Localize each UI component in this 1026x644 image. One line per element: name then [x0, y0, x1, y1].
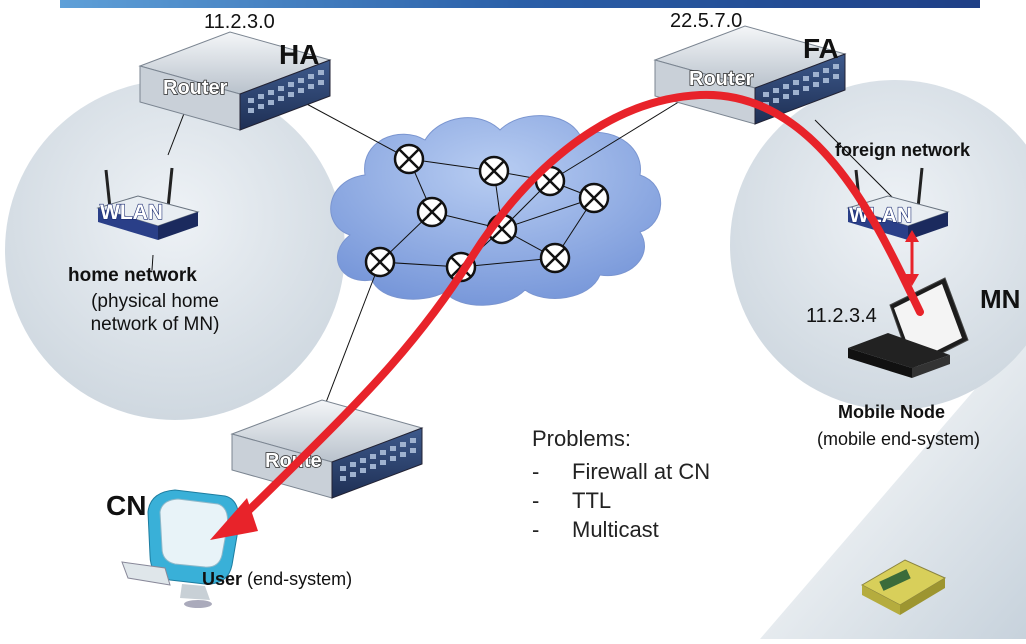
home-network-desc: (physical home network of MN): [90, 291, 220, 335]
crossed-circle-router-icon: [486, 213, 518, 245]
ha-ip-label: 11.2.3.0: [204, 11, 275, 33]
snow-background: [760, 330, 1026, 639]
fa-ip-label: 22.5.7.0: [670, 10, 743, 32]
wlan-foreign-label: WLAN: [849, 204, 912, 227]
tunnel-arrowhead: [210, 498, 258, 540]
header-bar: [60, 0, 980, 8]
mobile-node-desc: (mobile end-system): [817, 429, 981, 449]
problems-list: -Firewall at CN -TTL -Multicast: [532, 457, 710, 544]
router-fa-label: Router: [689, 68, 754, 90]
router-cn-icon: [230, 399, 424, 499]
router-ha-label: Router: [163, 77, 228, 99]
crossed-circle-router-icon: [539, 242, 571, 274]
cn-label: CN: [106, 490, 147, 521]
crossed-circle-router-icon: [578, 182, 610, 214]
crossed-circle-router-icon: [364, 246, 396, 278]
wlan-home-icon: [96, 167, 200, 240]
tunnel-path: [224, 90, 924, 534]
laptop-icon: [848, 277, 969, 378]
home-network-circle: [5, 80, 345, 420]
sensor-device-icon: [860, 559, 947, 615]
crossed-circle-router-icon: [478, 155, 510, 187]
foreign-network-label: foreign network: [835, 140, 971, 160]
fa-label: FA: [803, 33, 839, 64]
imac-computer-icon: [121, 489, 240, 608]
crossed-circle-router-icon: [393, 143, 425, 175]
mn-label: MN: [980, 284, 1021, 314]
problems-title: Problems:: [532, 426, 632, 451]
problem-item: -TTL: [532, 488, 612, 513]
home-network-title: home network: [68, 265, 197, 286]
router-ha-icon: [138, 31, 332, 131]
problem-item: -Multicast: [532, 517, 659, 542]
mobile-node-title: Mobile Node: [838, 402, 945, 422]
ha-label: HA: [279, 39, 320, 70]
user-title: User: [202, 569, 243, 589]
problem-item: -Firewall at CN: [532, 459, 711, 484]
wlan-home-label: WLAN: [100, 201, 163, 224]
wireless-link-arrow: [905, 230, 919, 286]
mn-ip-label: 11.2.3.4: [806, 305, 877, 327]
user-caption: User (end-system): [202, 569, 352, 590]
user-desc: (end-system): [247, 569, 353, 589]
internet-nodes: [364, 143, 610, 283]
crossed-circle-router-icon: [416, 196, 448, 228]
